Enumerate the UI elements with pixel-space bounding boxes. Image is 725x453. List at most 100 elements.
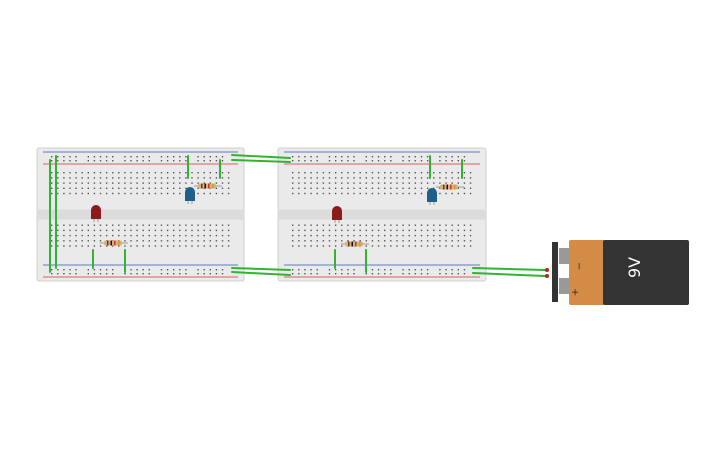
terminal-hole[interactable] [451, 245, 453, 247]
terminal-hole[interactable] [353, 234, 355, 237]
rail-hole[interactable] [215, 156, 218, 158]
terminal-hole[interactable] [420, 182, 423, 184]
terminal-hole[interactable] [328, 240, 331, 242]
terminal-hole[interactable] [185, 172, 187, 174]
terminal-hole[interactable] [221, 245, 224, 247]
rail-hole[interactable] [310, 156, 312, 158]
terminal-hole[interactable] [191, 172, 193, 174]
rail-hole[interactable] [457, 273, 459, 275]
terminal-hole[interactable] [396, 172, 398, 174]
terminal-hole[interactable] [93, 177, 96, 179]
terminal-hole[interactable] [304, 172, 306, 174]
terminal-hole[interactable] [310, 172, 312, 174]
terminal-hole[interactable] [469, 187, 472, 189]
terminal-hole[interactable] [371, 182, 374, 184]
rail-hole[interactable] [292, 269, 294, 271]
rail-hole[interactable] [420, 273, 423, 275]
terminal-hole[interactable] [463, 234, 466, 237]
terminal-hole[interactable] [439, 182, 441, 184]
rail-hole[interactable] [439, 269, 441, 271]
rail-hole[interactable] [185, 156, 187, 158]
terminal-hole[interactable] [112, 234, 114, 237]
terminal-hole[interactable] [105, 229, 108, 232]
terminal-hole[interactable] [173, 245, 175, 247]
terminal-hole[interactable] [463, 229, 466, 232]
rail-hole[interactable] [402, 156, 404, 158]
terminal-hole[interactable] [81, 187, 83, 189]
terminal-hole[interactable] [420, 187, 423, 189]
rail-hole[interactable] [142, 269, 144, 271]
terminal-hole[interactable] [353, 192, 355, 195]
rail-hole[interactable] [328, 160, 331, 162]
rail-hole[interactable] [304, 269, 306, 271]
terminal-hole[interactable] [328, 187, 331, 189]
terminal-hole[interactable] [414, 172, 417, 174]
terminal-hole[interactable] [359, 182, 361, 184]
terminal-hole[interactable] [227, 224, 230, 226]
rail-hole[interactable] [93, 269, 96, 271]
terminal-hole[interactable] [124, 245, 126, 247]
terminal-hole[interactable] [310, 245, 312, 247]
rail-hole[interactable] [197, 269, 199, 271]
terminal-hole[interactable] [209, 177, 211, 179]
terminal-hole[interactable] [148, 177, 150, 179]
terminal-hole[interactable] [304, 177, 306, 179]
terminal-hole[interactable] [166, 192, 169, 195]
terminal-hole[interactable] [426, 182, 429, 184]
terminal-hole[interactable] [81, 192, 83, 195]
terminal-hole[interactable] [304, 234, 306, 237]
terminal-hole[interactable] [87, 229, 89, 232]
terminal-hole[interactable] [209, 229, 211, 232]
rail-hole[interactable] [148, 156, 150, 158]
terminal-hole[interactable] [451, 177, 453, 179]
terminal-hole[interactable] [69, 177, 71, 179]
rail-hole[interactable] [316, 160, 318, 162]
terminal-hole[interactable] [402, 192, 404, 195]
rail-hole[interactable] [408, 269, 410, 271]
terminal-hole[interactable] [112, 182, 114, 184]
terminal-hole[interactable] [142, 229, 144, 232]
terminal-hole[interactable] [179, 229, 181, 232]
terminal-hole[interactable] [292, 177, 294, 179]
rail-hole[interactable] [63, 160, 65, 162]
terminal-hole[interactable] [365, 234, 367, 237]
rail-hole[interactable] [451, 269, 453, 271]
terminal-hole[interactable] [197, 245, 199, 247]
terminal-hole[interactable] [292, 182, 294, 184]
terminal-hole[interactable] [185, 187, 187, 189]
rail-hole[interactable] [179, 156, 181, 158]
terminal-hole[interactable] [316, 245, 318, 247]
terminal-hole[interactable] [365, 229, 367, 232]
rail-hole[interactable] [160, 160, 163, 162]
terminal-hole[interactable] [451, 224, 453, 226]
terminal-hole[interactable] [445, 177, 447, 179]
terminal-hole[interactable] [402, 177, 404, 179]
terminal-hole[interactable] [384, 240, 386, 242]
rail-hole[interactable] [414, 273, 417, 275]
rail-hole[interactable] [457, 160, 459, 162]
terminal-hole[interactable] [69, 245, 71, 247]
terminal-hole[interactable] [63, 245, 65, 247]
terminal-hole[interactable] [353, 240, 355, 242]
terminal-hole[interactable] [384, 234, 386, 237]
terminal-hole[interactable] [75, 187, 77, 189]
terminal-hole[interactable] [322, 240, 325, 242]
terminal-hole[interactable] [414, 245, 417, 247]
terminal-hole[interactable] [63, 187, 65, 189]
terminal-hole[interactable] [227, 187, 230, 189]
terminal-hole[interactable] [347, 229, 349, 232]
rail-hole[interactable] [377, 269, 380, 271]
terminal-hole[interactable] [371, 177, 374, 179]
terminal-hole[interactable] [451, 229, 453, 232]
rail-hole[interactable] [209, 273, 211, 275]
terminal-hole[interactable] [57, 240, 59, 242]
rail-hole[interactable] [209, 160, 211, 162]
terminal-hole[interactable] [341, 192, 343, 195]
terminal-hole[interactable] [298, 240, 300, 242]
terminal-hole[interactable] [154, 182, 157, 184]
rail-hole[interactable] [75, 269, 77, 271]
terminal-hole[interactable] [69, 229, 71, 232]
terminal-hole[interactable] [365, 192, 367, 195]
terminal-hole[interactable] [390, 172, 392, 174]
terminal-hole[interactable] [433, 229, 435, 232]
